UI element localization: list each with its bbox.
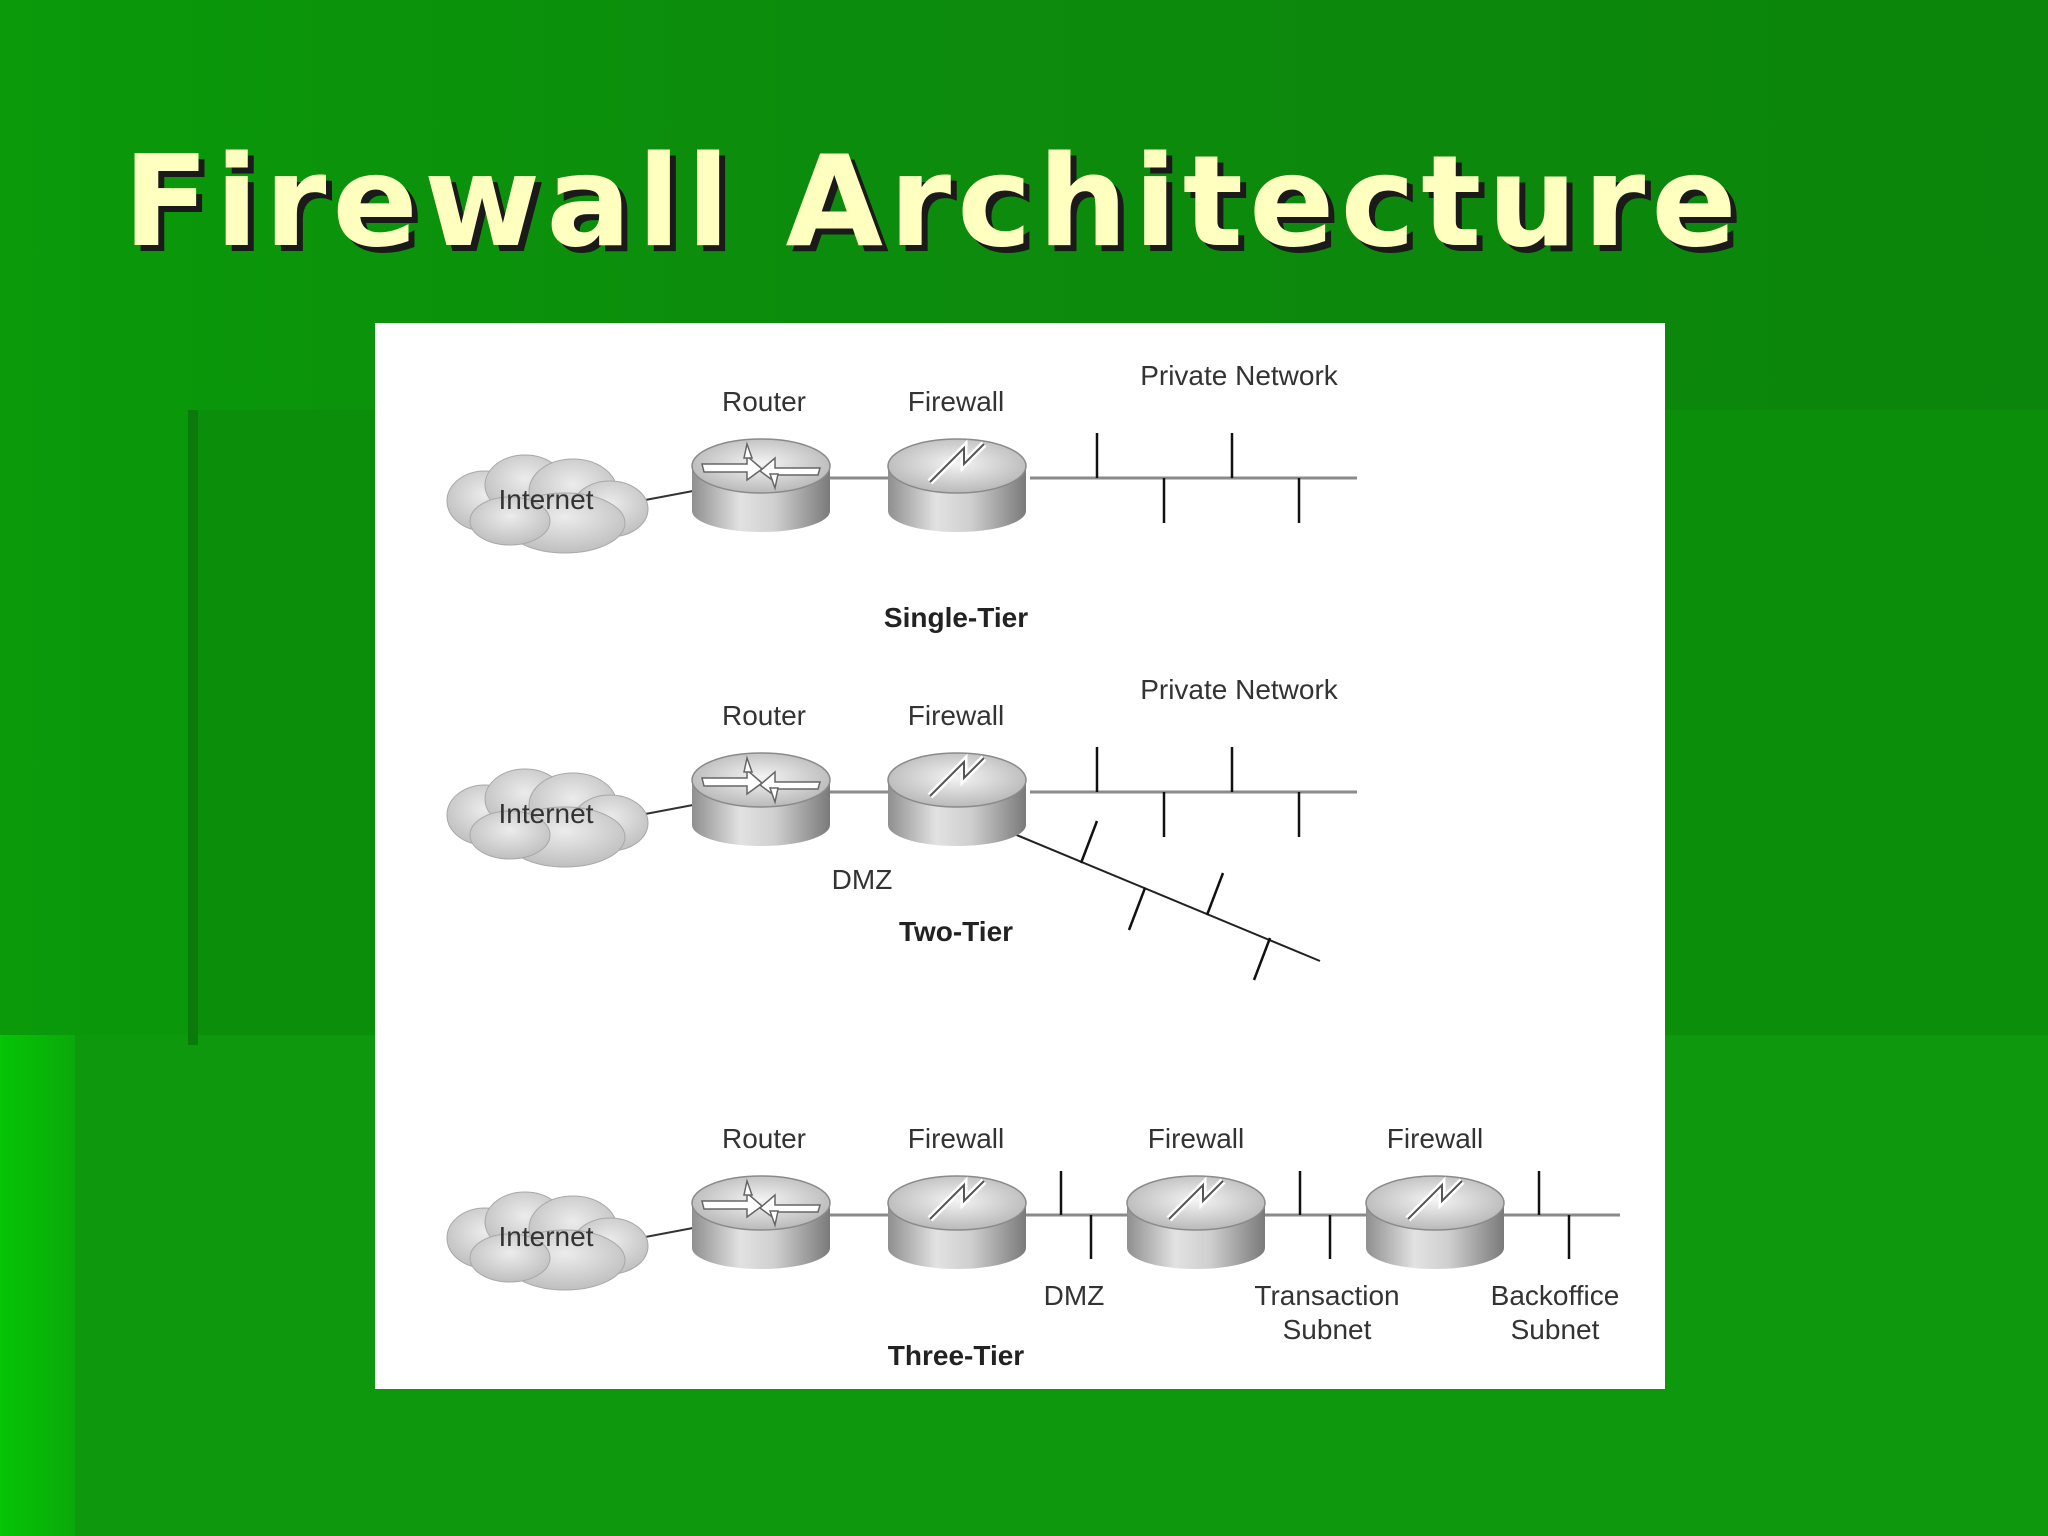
dmz-host-drop xyxy=(1079,820,1099,864)
dmz-label: DMZ xyxy=(1044,1280,1105,1311)
backoffice-subnet-label-2: Subnet xyxy=(1511,1314,1600,1345)
firewall-icon xyxy=(888,753,1026,846)
firewall-icon xyxy=(888,439,1026,532)
dmz-host-drop xyxy=(1127,887,1147,931)
firewall-icon xyxy=(888,1176,1026,1269)
firewall-icon xyxy=(1366,1176,1504,1269)
firewall-label: Firewall xyxy=(908,1123,1004,1154)
dmz-host-drop xyxy=(1252,937,1272,981)
private-network-label: Private Network xyxy=(1140,360,1339,391)
firewall-label: Firewall xyxy=(1387,1123,1483,1154)
background-edge xyxy=(0,1035,75,1536)
single-tier-caption: Single-Tier xyxy=(884,602,1028,633)
transaction-subnet-label: Transaction xyxy=(1254,1280,1399,1311)
two-tier-caption: Two-Tier xyxy=(899,916,1013,947)
router-icon xyxy=(691,1175,831,1270)
three-tier-diagram: Internet Router Firewall Firewall Firewa… xyxy=(446,1123,1620,1371)
router-label: Router xyxy=(722,700,806,731)
backoffice-subnet-label: Backoffice xyxy=(1491,1280,1620,1311)
router-label: Router xyxy=(722,1123,806,1154)
three-tier-caption: Three-Tier xyxy=(888,1340,1025,1371)
internet-label: Internet xyxy=(499,484,594,515)
dmz-host-drop xyxy=(1205,872,1225,916)
dmz-label: DMZ xyxy=(832,864,893,895)
firewall-label: Firewall xyxy=(908,700,1004,731)
router-label: Router xyxy=(722,386,806,417)
firewall-label: Firewall xyxy=(908,386,1004,417)
router-icon xyxy=(691,438,831,533)
private-network-label: Private Network xyxy=(1140,674,1339,705)
two-tier-diagram: Internet Router Firewall Private Network… xyxy=(446,674,1357,981)
internet-label: Internet xyxy=(499,1221,594,1252)
internet-router-link xyxy=(639,490,694,502)
firewall-label: Firewall xyxy=(1148,1123,1244,1154)
dmz-segment xyxy=(1006,830,1321,962)
single-tier-diagram: Internet Router Firewall Private Network… xyxy=(446,360,1357,633)
background-divider xyxy=(188,410,198,1045)
internet-router-link xyxy=(639,804,694,816)
transaction-subnet-label-2: Subnet xyxy=(1283,1314,1372,1345)
internet-router-link xyxy=(639,1227,694,1239)
router-icon xyxy=(691,752,831,847)
firewall-architecture-diagram: Internet Router Firewall Private Network… xyxy=(375,323,1665,1389)
firewall-icon xyxy=(1127,1176,1265,1269)
internet-label: Internet xyxy=(499,798,594,829)
slide-title: Firewall Architecture xyxy=(123,128,1743,275)
